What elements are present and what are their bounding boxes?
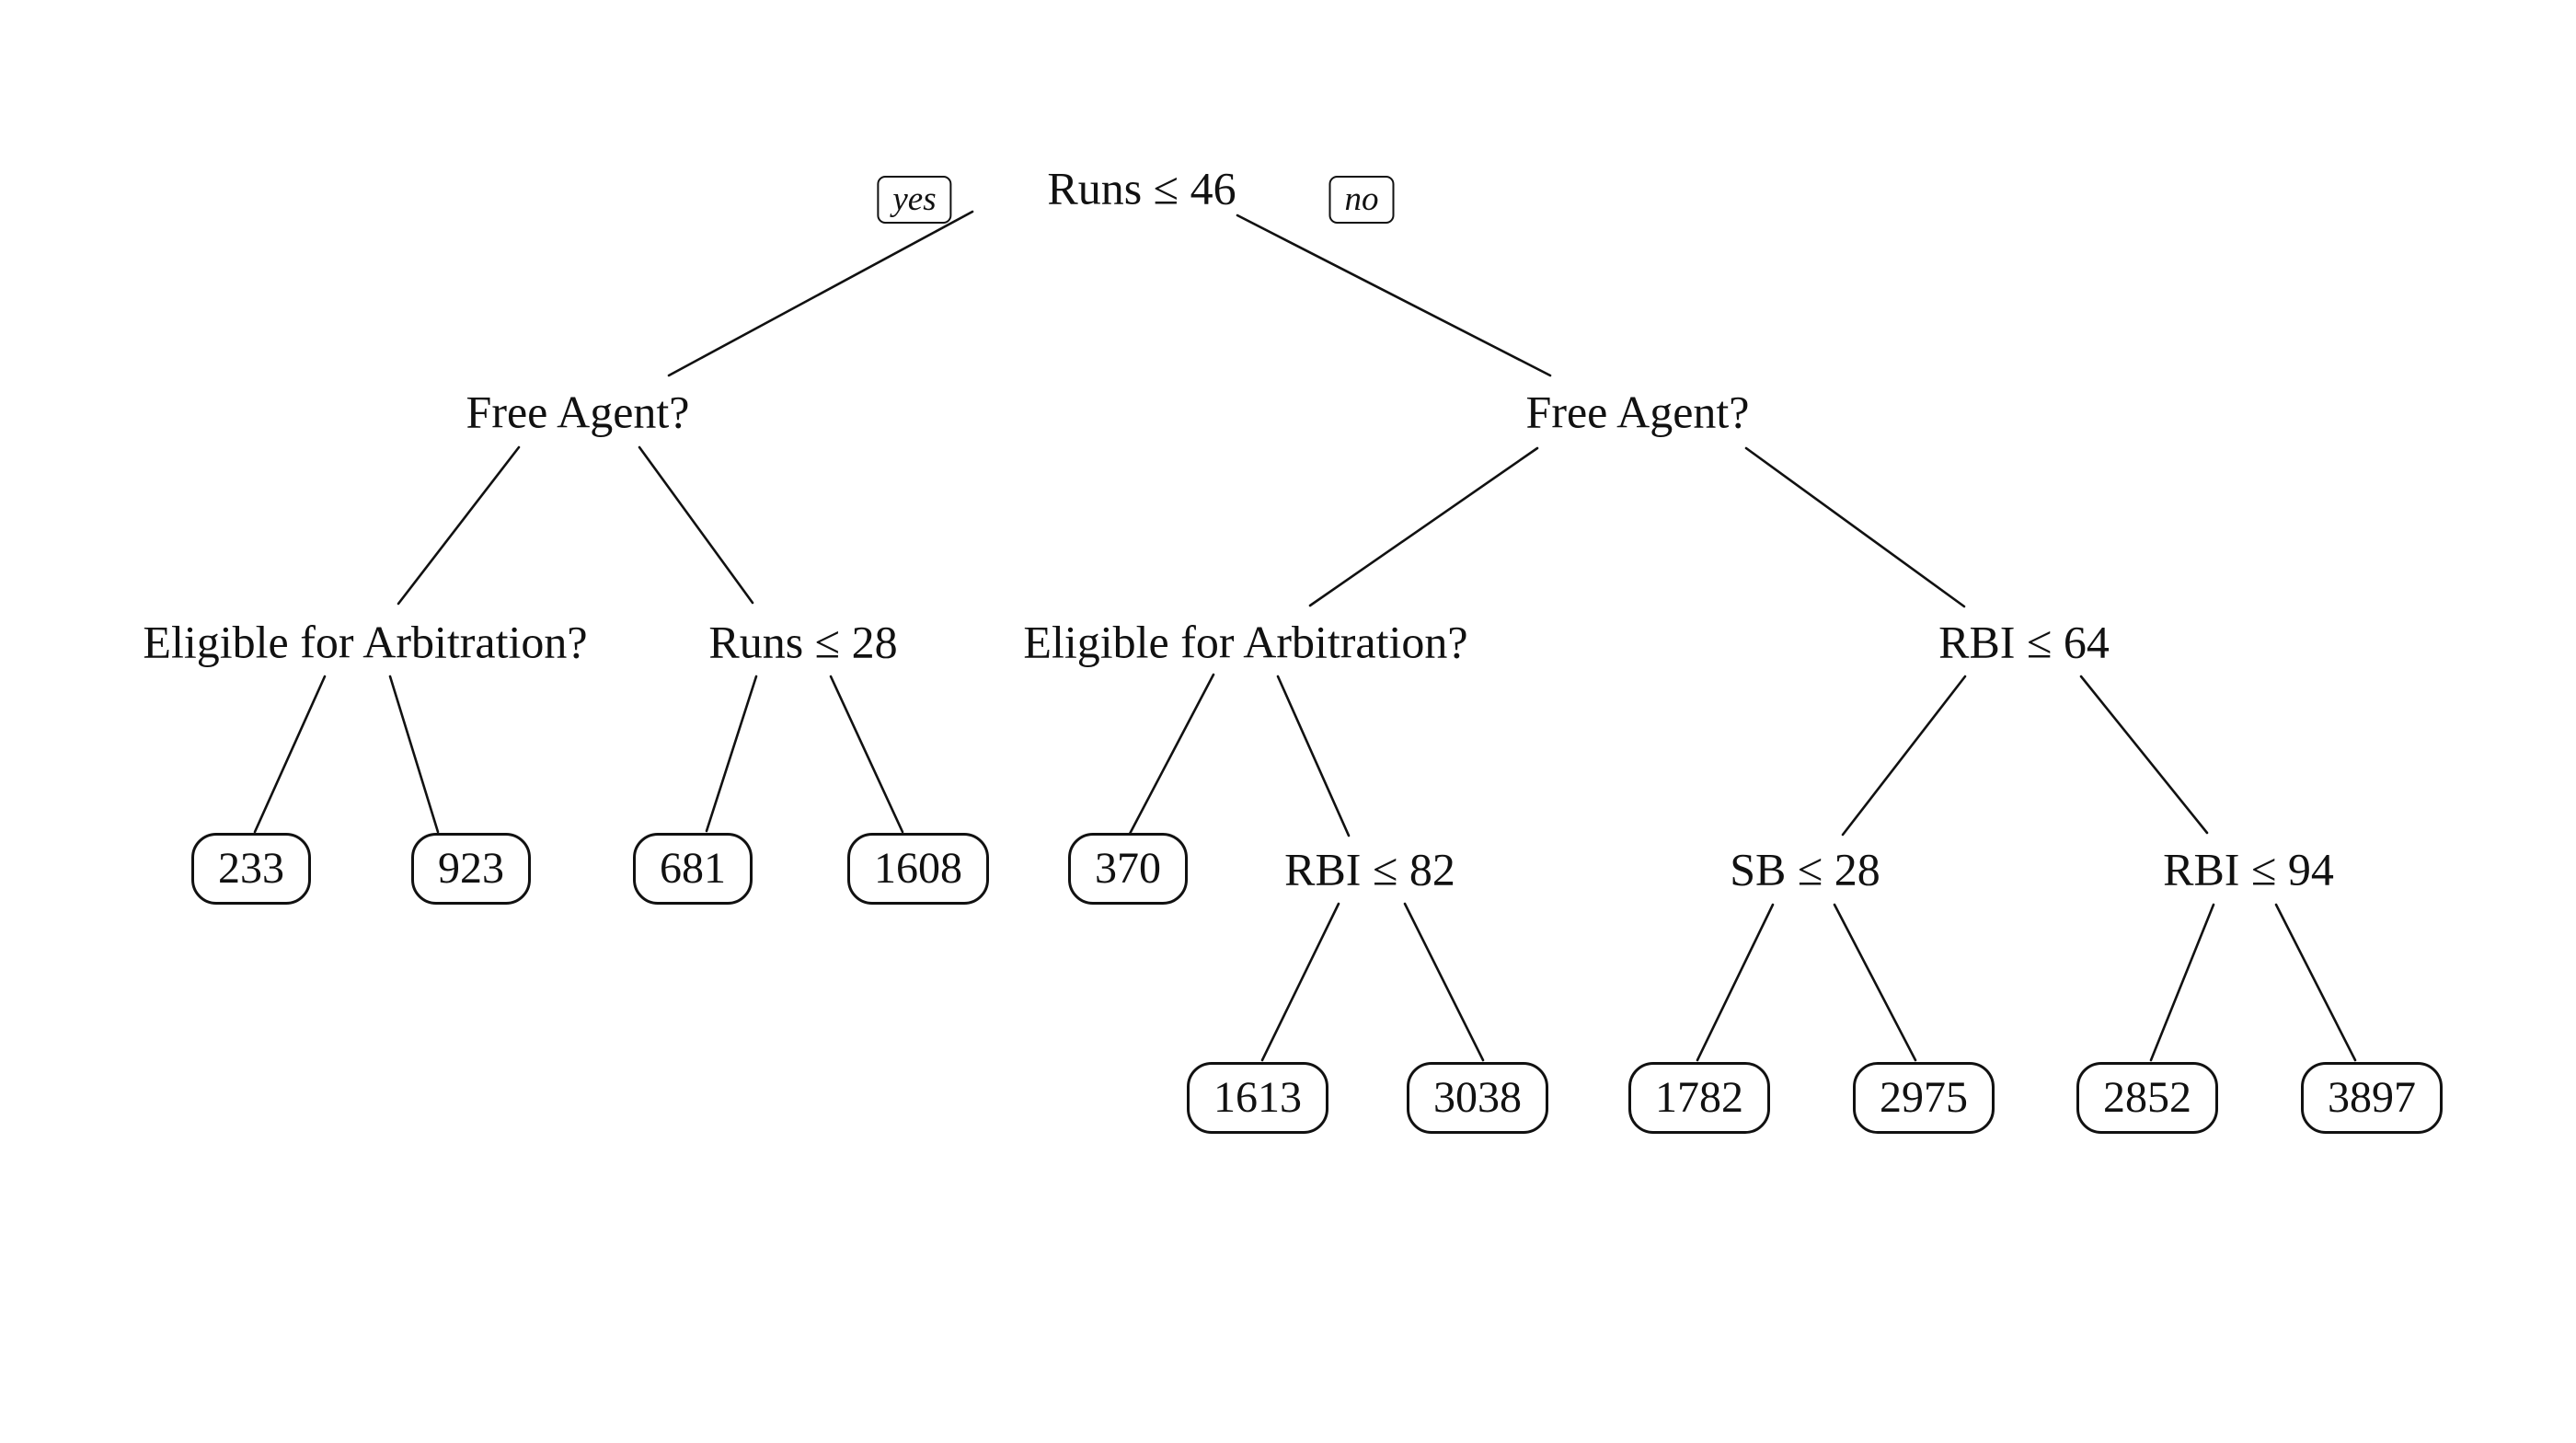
- edge-rbi64-no: [2079, 675, 2209, 835]
- decision-node-runs-46: Runs ≤ 46: [1047, 162, 1236, 214]
- edge-arbitration-left-no: [388, 675, 440, 834]
- leaf-node-233: 233: [191, 833, 311, 905]
- leaf-node-3038: 3038: [1407, 1062, 1548, 1134]
- leaf-node-3897: 3897: [2301, 1062, 2443, 1134]
- edge-freeagent-left-yes: [397, 445, 521, 606]
- edge-rbi94-no: [2274, 903, 2357, 1062]
- edge-label-no: no: [1328, 176, 1395, 224]
- leaf-node-681: 681: [633, 833, 753, 905]
- edge-freeagent-right-yes: [1308, 446, 1539, 607]
- edge-rbi82-yes: [1260, 902, 1340, 1062]
- decision-node-free-agent-right: Free Agent?: [1525, 386, 1750, 438]
- decision-node-rbi-82: RBI ≤ 82: [1284, 843, 1455, 895]
- leaf-node-923: 923: [411, 833, 531, 905]
- leaf-node-2852: 2852: [2076, 1062, 2218, 1134]
- decision-node-free-agent-left: Free Agent?: [466, 386, 690, 438]
- edge-sb28-no: [1833, 903, 1917, 1062]
- leaf-node-2975: 2975: [1853, 1062, 1995, 1134]
- edge-root-yes: [667, 210, 974, 377]
- edge-rbi64-yes: [1841, 675, 1967, 837]
- decision-node-rbi-94: RBI ≤ 94: [2163, 843, 2334, 895]
- edge-arbitration-right-yes: [1128, 673, 1215, 836]
- edge-runs28-yes: [705, 675, 758, 833]
- edge-rbi82-no: [1403, 902, 1485, 1062]
- decision-node-rbi-64: RBI ≤ 64: [1938, 616, 2110, 668]
- decision-node-runs-28: Runs ≤ 28: [708, 616, 898, 668]
- decision-node-arbitration-left: Eligible for Arbitration?: [143, 616, 588, 668]
- leaf-node-370: 370: [1068, 833, 1188, 905]
- edge-arbitration-left-yes: [253, 675, 327, 834]
- edge-sb28-yes: [1696, 903, 1775, 1062]
- leaf-node-1782: 1782: [1628, 1062, 1770, 1134]
- leaf-node-1608: 1608: [847, 833, 989, 905]
- decision-node-arbitration-right: Eligible for Arbitration?: [1023, 616, 1468, 668]
- edge-arbitration-right-no: [1276, 675, 1351, 837]
- edge-rbi94-yes: [2149, 903, 2215, 1062]
- edge-root-no: [1236, 214, 1552, 377]
- edge-label-yes: yes: [877, 176, 952, 224]
- decision-node-sb-28: SB ≤ 28: [1730, 843, 1880, 895]
- edge-freeagent-left-no: [638, 445, 754, 605]
- edge-freeagent-right-no: [1744, 446, 1966, 608]
- leaf-node-1613: 1613: [1187, 1062, 1328, 1134]
- edge-runs28-no: [829, 675, 904, 834]
